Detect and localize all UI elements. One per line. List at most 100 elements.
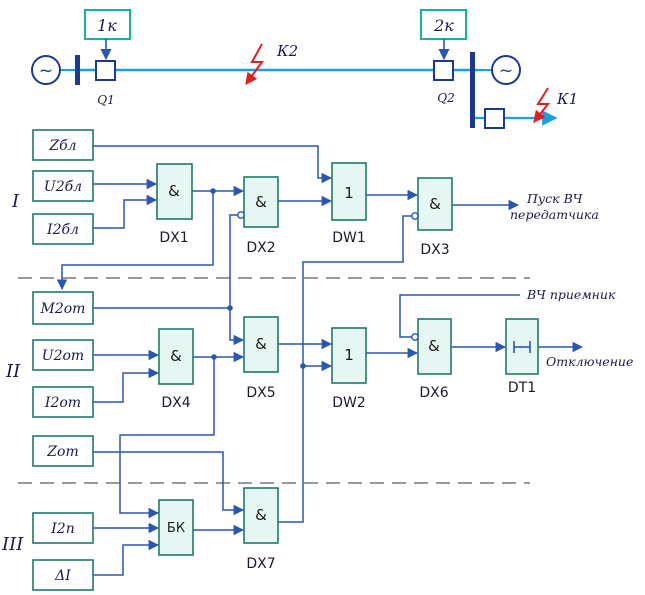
gate-dw2-name: DW2 <box>332 395 366 411</box>
generator-2-icon <box>491 55 521 85</box>
gate-dx6-name: DX6 <box>419 385 448 401</box>
gate-dx2-name: DX2 <box>246 240 275 256</box>
wire-di-bk <box>93 539 160 576</box>
fault-k1-label: К1 <box>556 90 578 108</box>
dx6-inverted-input <box>411 333 419 341</box>
gate-dw1 <box>331 162 367 221</box>
fault-k2-label: К2 <box>276 42 298 60</box>
busbar-2 <box>470 52 475 128</box>
gate-dx4-name: DX4 <box>161 395 190 411</box>
gate-dx7-symbol: & <box>255 506 267 524</box>
breaker-q2 <box>433 60 454 81</box>
protection-1k-label: 1к <box>97 16 117 35</box>
breaker-q1 <box>95 60 116 81</box>
gate-dw1-symbol: 1 <box>344 184 354 202</box>
input-m2ot-box <box>32 291 94 325</box>
gate-dx2-symbol: & <box>255 193 267 211</box>
zone-label-2: II <box>5 361 21 382</box>
input-di-label: ΔI <box>54 568 71 584</box>
input-u2bl-box <box>32 170 94 202</box>
gate-bk <box>158 499 194 556</box>
input-i2ot-box <box>32 386 94 418</box>
gate-dx2 <box>243 176 279 228</box>
input-u2ot-box <box>32 339 94 371</box>
fault-k2-icon <box>245 43 264 85</box>
inversion-markers <box>237 211 419 341</box>
feeder-breaker <box>484 108 505 129</box>
gate-symbols: & & 1 & & & 1 & БК & <box>167 182 441 536</box>
protection-2k-box <box>420 9 467 40</box>
output-hf-transmitter-line1: Пуск ВЧ <box>526 191 583 206</box>
gate-names: DX1 DX2 DW1 DX3 DX4 DX5 DW2 DX6 DT1 DX7 <box>159 230 536 572</box>
wire-dw2-feed-dx3 <box>302 215 414 366</box>
protection-1k-box <box>84 9 131 40</box>
power-network: ~ Q1 1к Q2 2к ~ К2 К1 <box>31 9 578 129</box>
gate-dx5-symbol: & <box>255 335 267 353</box>
input-i2p-label: I2п <box>50 521 74 537</box>
wire-zot-dx7 <box>93 451 245 516</box>
input-zot-label: Zот <box>46 444 78 460</box>
generator-1-symbol: ~ <box>39 61 53 81</box>
wire-i2ot-dx4 <box>93 367 160 403</box>
gate-bk-symbol: БК <box>167 521 185 536</box>
zone-label-3: III <box>1 534 24 555</box>
wire-hf-receiver-dx6 <box>399 294 520 338</box>
wire-m2ot-dx5 <box>229 308 245 346</box>
input-u2ot-label: U2от <box>42 348 84 364</box>
wire-dx7-dw2 <box>278 360 333 523</box>
input-di-box <box>32 559 94 591</box>
gate-dx5-name: DX5 <box>246 385 275 401</box>
gate-dw2-symbol: 1 <box>344 346 354 364</box>
output-trip: Отключение <box>546 354 633 369</box>
timer-icon <box>513 341 531 353</box>
input-zbl-box <box>32 129 94 161</box>
gate-dx6 <box>417 318 452 375</box>
signal-wires <box>56 145 584 576</box>
gate-dx3-name: DX3 <box>420 242 449 258</box>
output-hf-receiver: ВЧ приемник <box>526 287 616 302</box>
junctions <box>210 188 306 369</box>
fault-k1-icon <box>533 87 551 123</box>
protection-2k-label: 2к <box>433 16 454 35</box>
junction-dx4-out <box>211 354 217 360</box>
input-i2bl-box <box>32 213 94 245</box>
gate-dx1 <box>156 163 193 220</box>
junction-m2ot <box>227 305 233 311</box>
gate-dt1-name: DT1 <box>508 380 536 396</box>
gate-dx3 <box>417 177 453 231</box>
wire-dx4-bk <box>119 357 215 519</box>
wire-dx1-m2ot <box>56 191 214 291</box>
generator-1-icon <box>31 55 61 85</box>
gate-dw2 <box>331 327 367 384</box>
input-i2p-box <box>32 512 94 544</box>
gate-dx6-symbol: & <box>428 337 440 355</box>
gate-dx1-symbol: & <box>168 182 180 200</box>
gate-dw1-name: DW1 <box>332 230 366 246</box>
gate-dx5 <box>243 316 279 373</box>
junction-dx1-out <box>210 188 216 194</box>
wire-m2ot-dx2 <box>93 214 240 309</box>
output-hf-transmitter-line2: передатчика <box>510 207 599 222</box>
zone-label-1: I <box>11 191 20 212</box>
gate-dx7-name: DX7 <box>246 556 275 572</box>
input-labels: Zбл U2бл I2бл M2от U2от I2от Zот I2п ΔI <box>40 138 86 584</box>
output-labels: Пуск ВЧ передатчика ВЧ приемник Отключен… <box>510 191 633 369</box>
busbar-1 <box>75 55 80 85</box>
input-i2ot-label: I2от <box>44 395 81 411</box>
dx2-inverted-input <box>237 211 245 219</box>
input-u2bl-label: U2бл <box>44 179 82 195</box>
breaker-q1-label: Q1 <box>97 93 114 107</box>
gate-dx4-symbol: & <box>170 347 182 365</box>
gate-dx1-name: DX1 <box>159 230 188 246</box>
input-zbl-label: Zбл <box>48 138 76 154</box>
gate-dx4 <box>158 328 194 385</box>
input-m2ot-label: M2от <box>40 301 86 317</box>
gate-dx3-symbol: & <box>429 195 441 213</box>
input-i2bl-label: I2бл <box>46 222 79 238</box>
generator-2-symbol: ~ <box>499 61 513 81</box>
wire-i2bl-dx1 <box>93 194 158 229</box>
breaker-q2-label: Q2 <box>437 91 454 105</box>
input-boxes <box>32 129 94 591</box>
